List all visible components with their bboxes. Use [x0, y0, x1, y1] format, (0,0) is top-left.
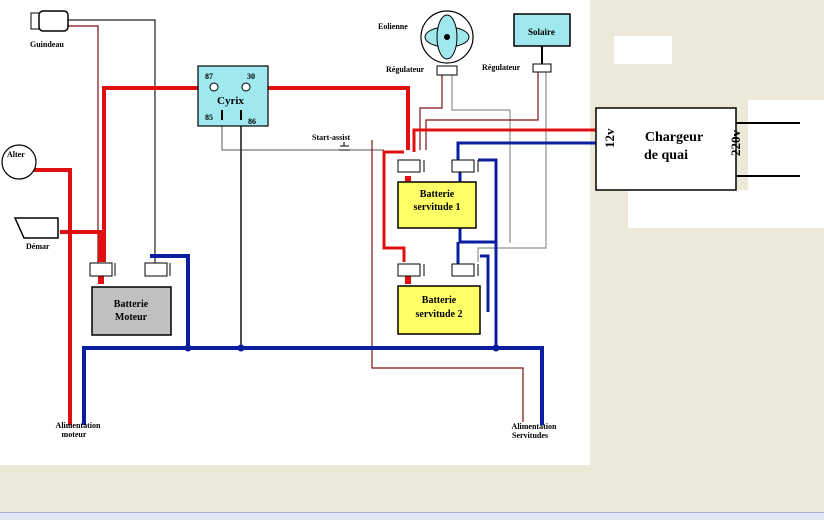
- label-chargeur-2: de quai: [644, 148, 688, 163]
- label-cyrix: Cyrix: [217, 95, 244, 107]
- label-batterie-moteur-1: Batterie: [114, 299, 149, 310]
- wire-eolienne-neg: [451, 75, 511, 243]
- label-pin-86: 86: [248, 117, 256, 126]
- label-eolienne: Eolienne: [378, 22, 408, 31]
- guindeau-icon: [30, 10, 69, 32]
- label-batterie-moteur-2: Moteur: [115, 312, 148, 323]
- wire-s1-neg-b: [478, 158, 498, 242]
- label-regulateur-eolienne: Régulateur: [386, 65, 425, 74]
- battery-moteur-clamp-pos: [89, 262, 116, 277]
- battery-moteur-clamp-neg: [144, 262, 171, 277]
- side-panel: [590, 0, 824, 519]
- label-start-assist: Start-assist: [312, 133, 351, 142]
- white-patch: [628, 190, 824, 228]
- wire-cyrix-to-s1: [264, 86, 410, 150]
- alternator-icon: [1, 144, 37, 180]
- battery-s1-clamp-pos: [397, 159, 425, 173]
- wire-demar-pos: [60, 230, 102, 262]
- cyrix-pin-30: [241, 82, 251, 92]
- eolienne-icon: [420, 10, 474, 64]
- solaire-panel: [513, 13, 571, 47]
- wire-moteur-neg: [150, 254, 190, 348]
- label-pin-30: 30: [247, 72, 255, 81]
- label-solaire: Solaire: [528, 27, 555, 37]
- wire-chargeur-pos: [412, 128, 598, 152]
- label-alim-serv-1: Alimentation: [512, 422, 557, 431]
- white-patch: [614, 36, 672, 64]
- label-220v: 220v: [728, 130, 743, 157]
- label-demar: Démar: [26, 242, 50, 251]
- label-regulateur-solaire: Régulateur: [482, 63, 521, 72]
- wire-solaire-neg: [477, 72, 547, 262]
- wire-guindeau-neg: [68, 19, 156, 268]
- label-pin-85: 85: [205, 113, 213, 122]
- battery-s1-clamp-neg: [451, 159, 479, 173]
- wire-cyrix-85: [221, 118, 340, 151]
- wire-guindeau-pos: [68, 25, 99, 268]
- label-12v: 12v: [602, 128, 617, 148]
- regulateur-eolienne: [436, 65, 458, 76]
- label-alim-serv-2: Servitudes: [512, 431, 548, 440]
- label-guindeau: Guindeau: [30, 40, 64, 49]
- label-alim-moteur-2: moteur: [62, 430, 87, 439]
- label-chargeur-1: Chargeur: [645, 130, 703, 145]
- wire-solaire-pos: [425, 72, 539, 150]
- label-alter: Alter: [7, 150, 25, 159]
- battery-s2-clamp-pos: [397, 263, 425, 277]
- battery-s2-clamp-neg: [451, 263, 479, 277]
- start-assist-switch-icon: [339, 142, 350, 151]
- label-batterie-s1-2: servitude 1: [414, 202, 461, 213]
- wire-chargeur-neg: [456, 141, 598, 160]
- wire-s1-to-s2: [382, 150, 406, 262]
- label-batterie-s2-1: Batterie: [422, 295, 457, 306]
- wire-alim-serv-pos: [371, 140, 524, 422]
- batterie-moteur: [91, 286, 172, 336]
- cyrix-pin-87: [209, 82, 219, 92]
- cyrix-relay: [197, 65, 269, 127]
- wire-alter-pos: [26, 168, 72, 425]
- wire-s2-neg-b: [480, 254, 490, 312]
- batterie-servitude-2: [397, 285, 481, 335]
- starter-motor-icon: [13, 217, 59, 239]
- label-pin-87: 87: [205, 72, 213, 81]
- regulateur-solaire: [532, 63, 552, 73]
- chargeur-de-quai: [595, 107, 737, 191]
- label-batterie-s2-2: servitude 2: [416, 309, 463, 320]
- batterie-servitude-1: [397, 181, 477, 229]
- label-alim-moteur-1: Alimentation: [56, 421, 101, 430]
- wire-neg-bus: [82, 346, 544, 425]
- wire-moteur-to-cyrix: [102, 86, 210, 262]
- label-batterie-s1-1: Batterie: [420, 189, 455, 200]
- wire-eolienne-pos: [419, 75, 443, 150]
- status-bar: [0, 512, 824, 520]
